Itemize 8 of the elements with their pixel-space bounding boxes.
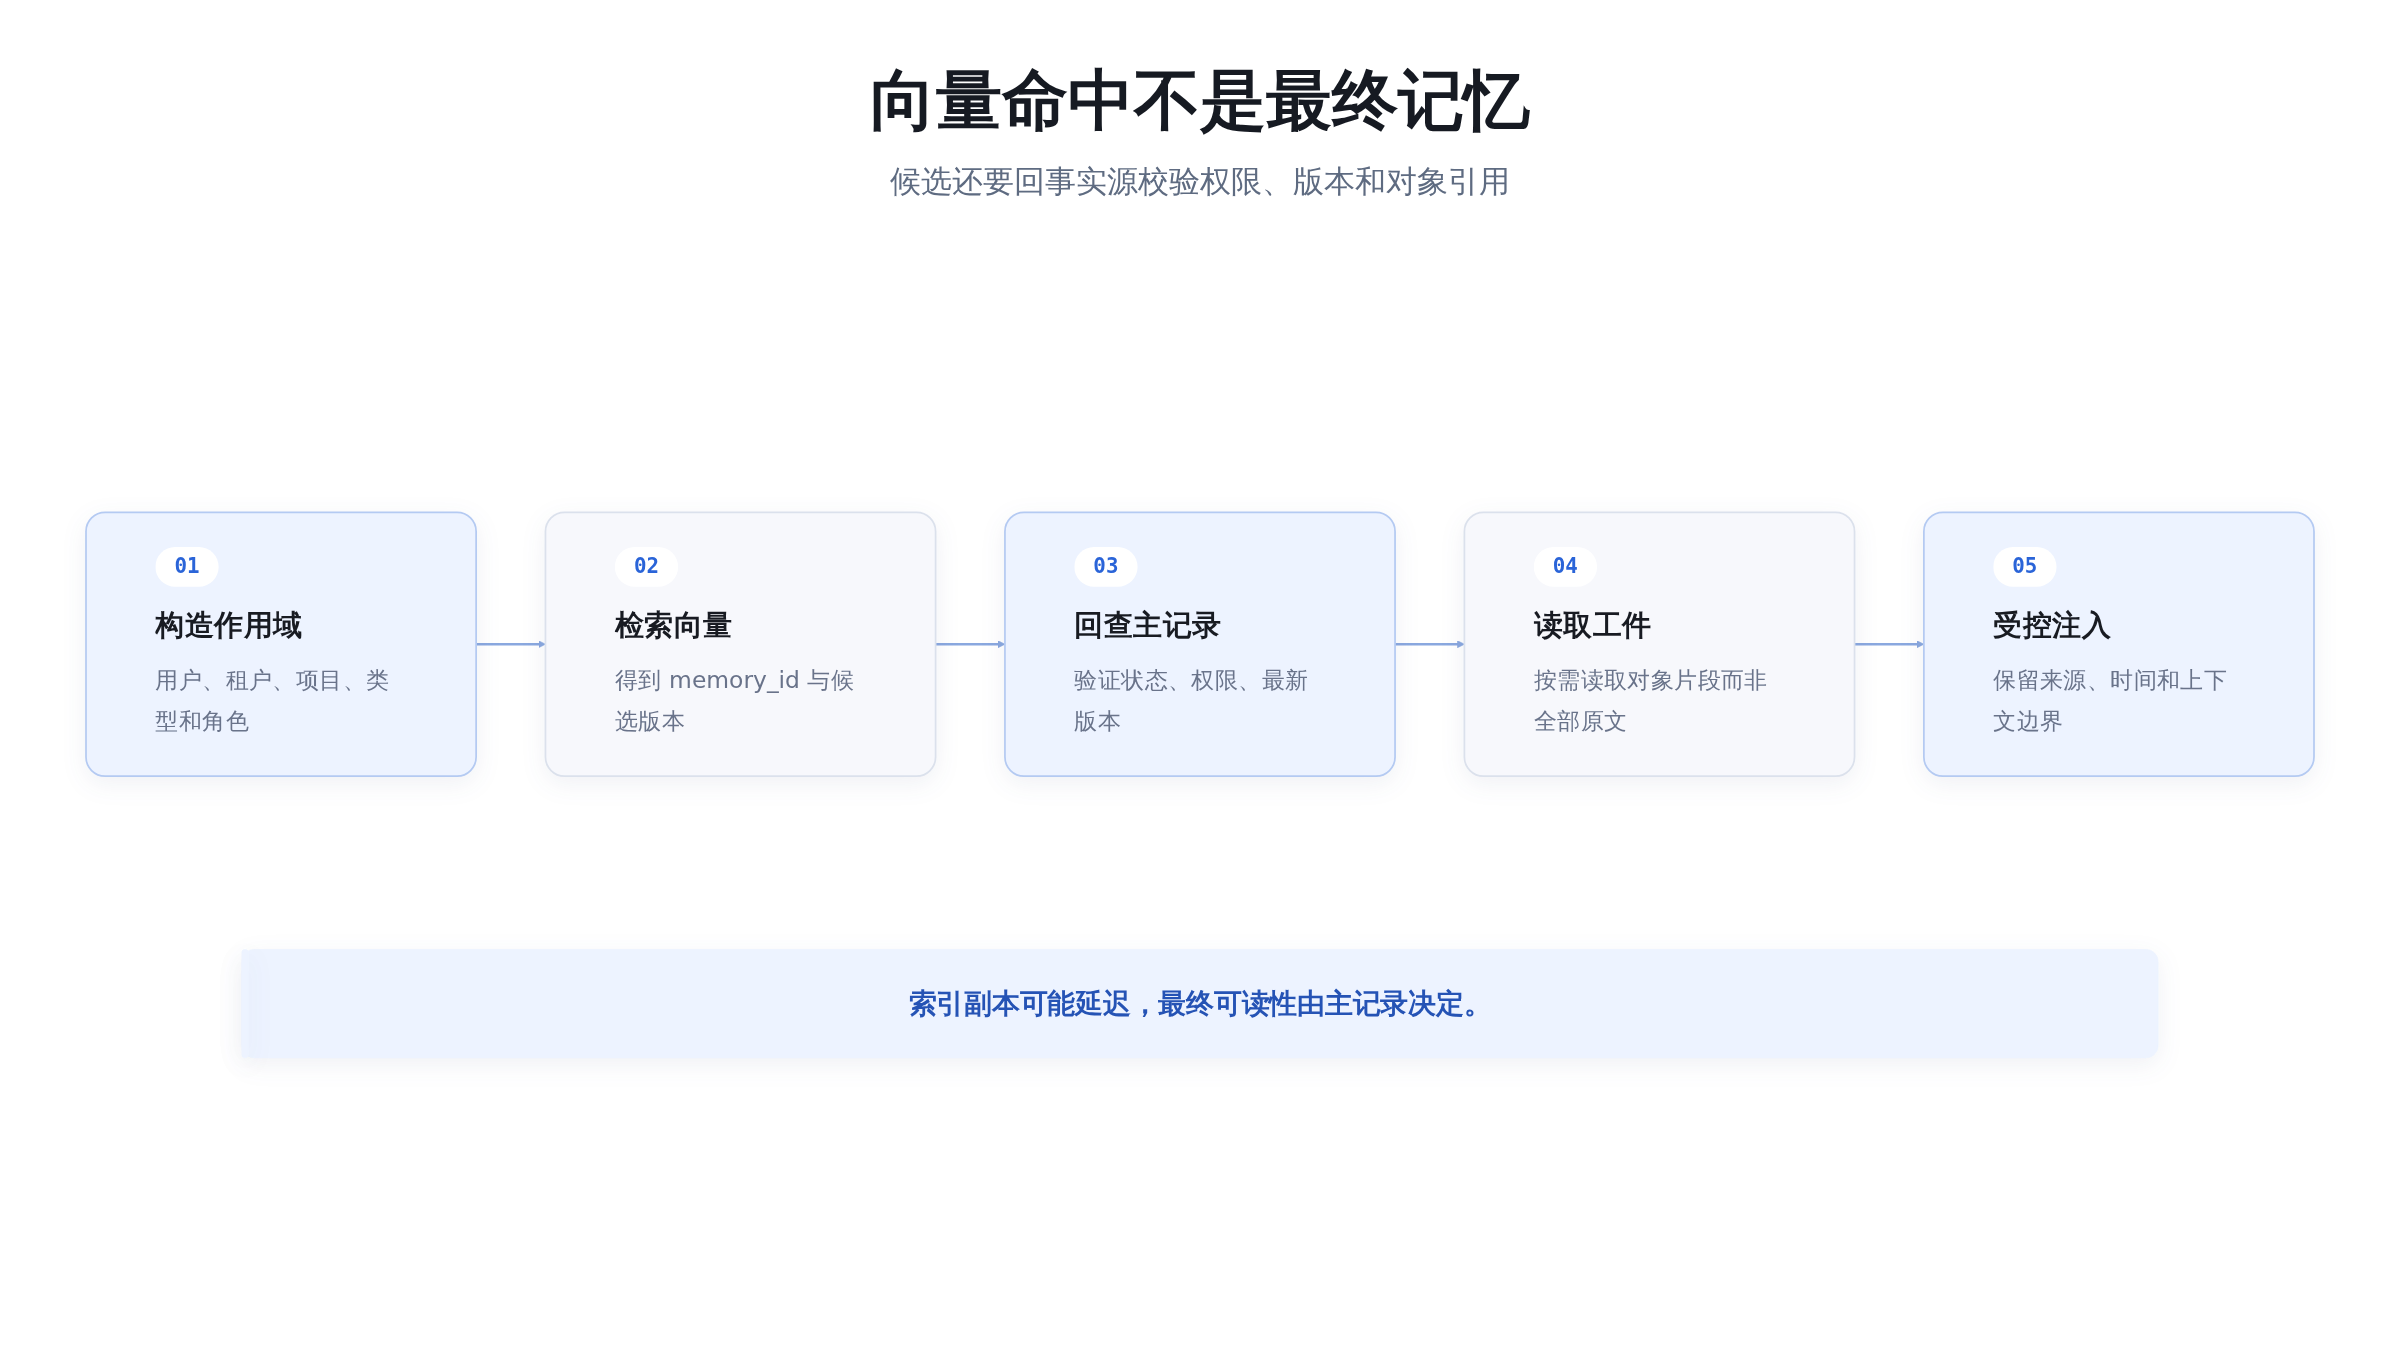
diagram-title: 向量命中不是最终记忆: [870, 61, 1530, 141]
node-box: 04 读取工件 按需读取对象片段而非全部原文: [1463, 511, 1856, 777]
arrow: [1395, 640, 1465, 649]
node-box: 03 回查主记录 验证状态、权限、最新版本: [1004, 511, 1396, 777]
arrow: [476, 640, 546, 649]
subtitle: 候选还要回事实源校验权限、版本和对象引用: [890, 161, 1510, 201]
node-box: 05 受控注入 保留来源、时间和上下文边界: [1923, 511, 2315, 777]
node-box: 02 检索向量 得到 memory_id 与候选版本: [544, 511, 937, 777]
